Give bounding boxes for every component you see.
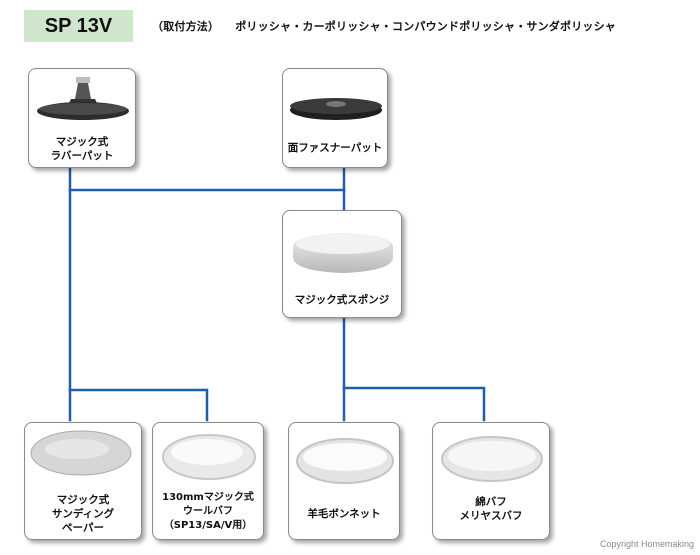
rubber-pad-label-line1: マジック式 [55,136,109,148]
bonnet-label-line1: 羊毛ボンネット [307,508,381,520]
card-cotton-buff: 綿バフ メリヤスバフ [432,422,550,540]
cotton-buff-label: 綿バフ メリヤスバフ [433,495,549,523]
fastener-pad-label-line1: 面ファスナーパット [287,142,383,154]
cotton-buff-label-line2: メリヤスバフ [459,510,523,522]
card-wool-buff: 130mmマジック式 ウールバフ （SP13/SA/V用） [152,422,264,540]
card-bonnet: 羊毛ボンネット [288,422,400,540]
copyright-text: Copyright Homemaking [599,539,694,549]
sanding-paper-label-line2: サンディング [51,508,115,520]
model-badge: SP 13V [24,10,133,42]
card-sanding-paper: マジック式 サンディング ペーパー [24,422,142,540]
sanding-paper-image [30,430,132,476]
sponge-image [293,233,393,273]
rubber-pad-image [37,77,129,120]
card-sponge: マジック式スポンジ [282,210,402,318]
sponge-label: マジック式スポンジ [283,293,401,307]
sanding-paper-label: マジック式 サンディング ペーパー [25,493,141,535]
mount-method-label: （取付方法） [152,20,220,33]
mount-method-line: （取付方法） ポリッシャ・カーポリッシャ・コンパウンドポリッシャ・サンダポリッシャ [152,18,616,34]
card-rubber-pad: マジック式 ラバーパット [28,68,136,168]
fastener-pad-image [290,98,382,120]
connector-right-bus [342,386,486,422]
cotton-buff-image [441,436,543,482]
sanding-paper-label-line3: ペーパー [62,522,104,534]
wool-buff-label-line1: 130mmマジック式 [162,492,254,503]
wool-buff-label-line2: ウールバフ [183,506,233,517]
compatible-tools: ポリッシャ・カーポリッシャ・コンパウンドポリッシャ・サンダポリッシャ [235,20,617,33]
fastener-pad-label: 面ファスナーパット [283,141,387,155]
connector-left-bus [68,388,209,422]
wool-buff-image [162,434,256,480]
wool-buff-label: 130mmマジック式 ウールバフ （SP13/SA/V用） [153,491,263,533]
rubber-pad-label-line2: ラバーパット [50,150,114,162]
sponge-label-line1: マジック式スポンジ [294,294,390,306]
card-fastener-pad: 面ファスナーパット [282,68,388,168]
bonnet-image [296,438,394,484]
bonnet-label: 羊毛ボンネット [289,507,399,521]
rubber-pad-label: マジック式 ラバーパット [29,135,135,163]
wool-buff-label-line3: （SP13/SA/V用） [163,520,253,531]
sanding-paper-label-line1: マジック式 [56,494,110,506]
cotton-buff-label-line1: 綿バフ [475,496,507,508]
